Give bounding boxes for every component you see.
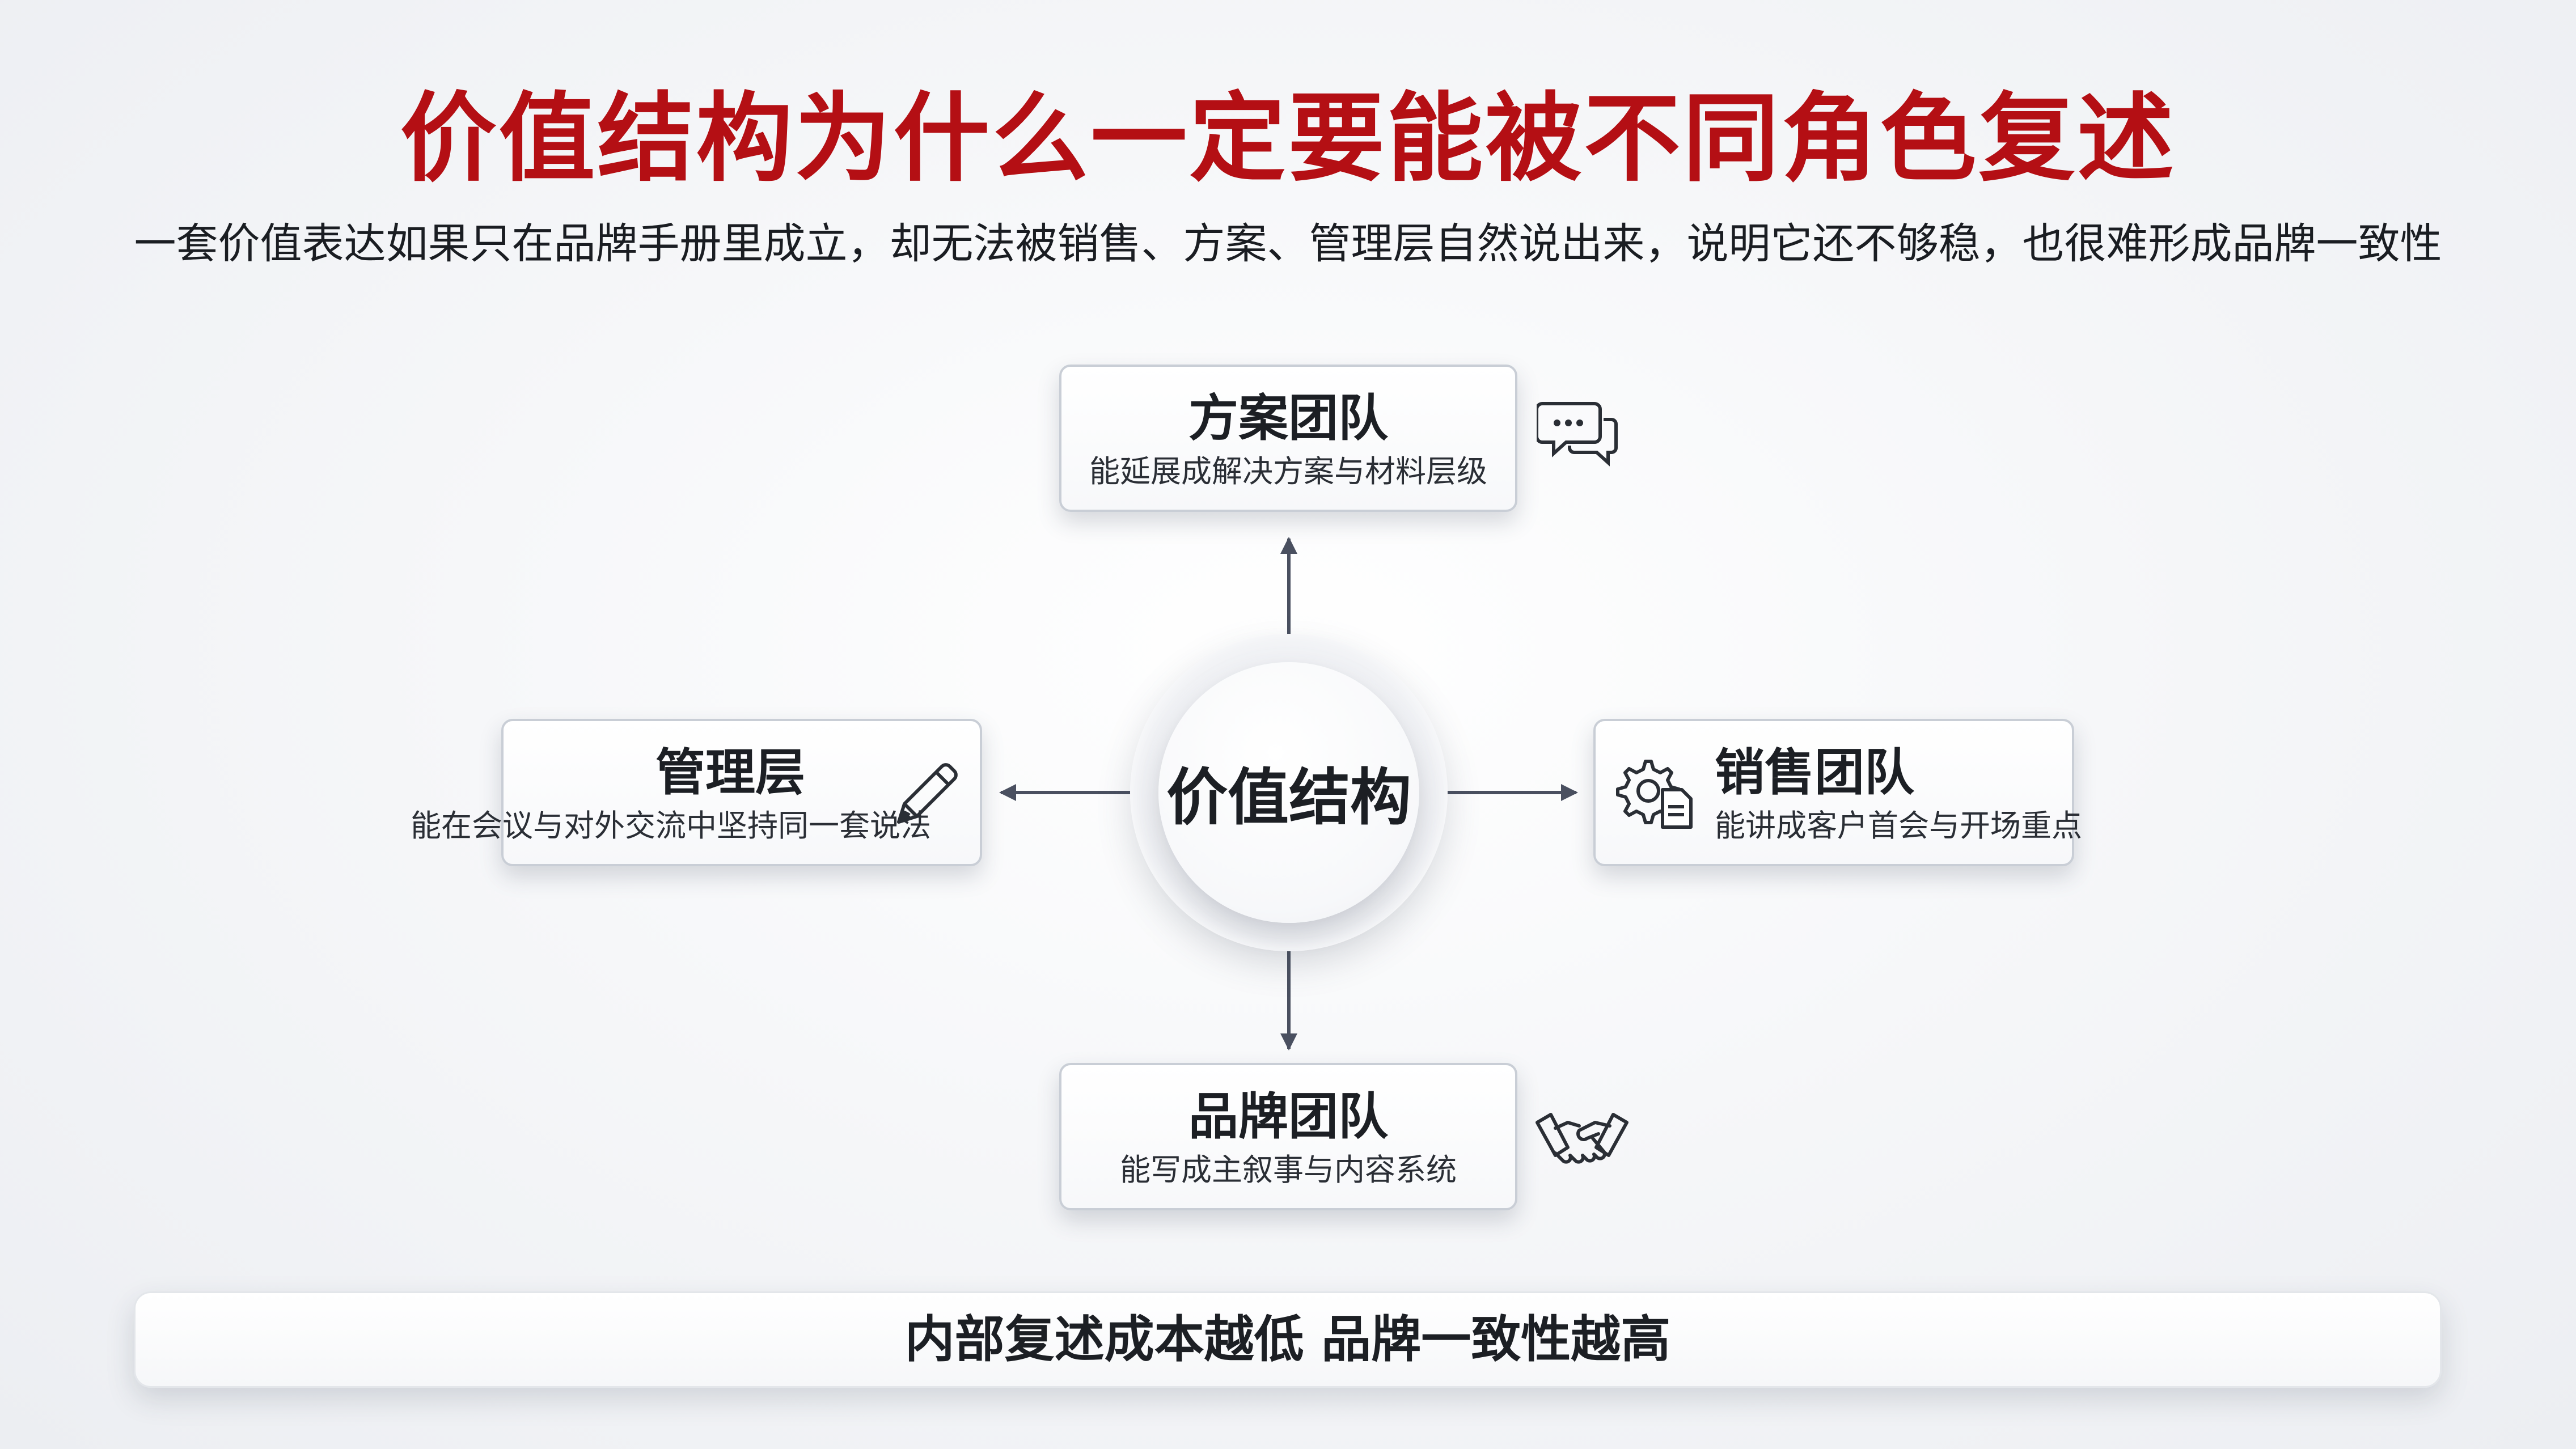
node-right-title: 销售团队 <box>1715 743 1915 802</box>
node-top-title: 方案团队 <box>1188 389 1388 447</box>
page-title: 价值结构为什么一定要能被不同角色复述 <box>400 83 2176 195</box>
node-bottom-desc: 能写成主叙事与内容系统 <box>1120 1152 1457 1188</box>
node-bottom-title: 品牌团队 <box>1188 1087 1388 1146</box>
handshake-icon <box>1536 1113 1628 1164</box>
node-top-card: 方案团队 能延展成解决方案与材料层级 <box>1059 365 1517 512</box>
page-subtitle: 一套价值表达如果只在品牌手册里成立，却无法被销售、方案、管理层自然说出来，说明它… <box>134 219 2442 268</box>
node-bottom-card: 品牌团队 能写成主叙事与内容系统 <box>1059 1063 1517 1210</box>
node-left-card: 管理层 能在会议与对外交流中坚持同一套说法 <box>411 719 982 866</box>
gear-document-icon <box>1616 760 1693 829</box>
node-right-desc: 能讲成客户首会与开场重点 <box>1715 808 2082 844</box>
footer-conclusion: 内部复述成本越低 品牌一致性越高 <box>134 1291 2442 1388</box>
node-top-desc: 能延展成解决方案与材料层级 <box>1089 454 1487 489</box>
node-left-title: 管理层 <box>655 743 805 802</box>
pencil-icon <box>897 763 958 824</box>
node-left-desc: 能在会议与对外交流中坚持同一套说法 <box>411 808 931 844</box>
chat-bubbles-icon <box>1537 402 1618 467</box>
center-node: 价值结构 <box>1158 662 1419 923</box>
